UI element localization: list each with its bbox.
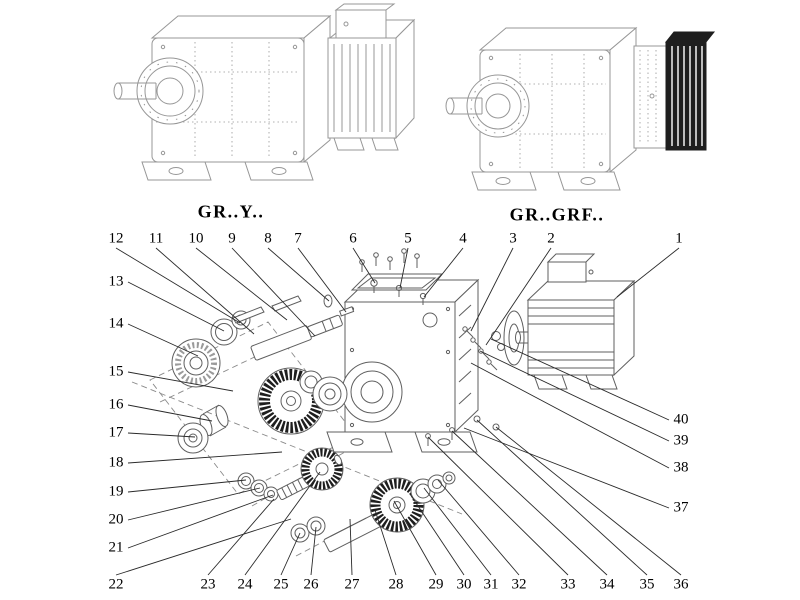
leader-line-33 [427, 436, 569, 576]
callout-29: 29 [428, 576, 444, 593]
leader-line-26 [310, 526, 317, 576]
housing-bottom-fasteners-drawing [425, 415, 500, 446]
input-bearing-ring-drawing [299, 370, 348, 412]
leader-line-12 [115, 247, 241, 324]
leader-line-2 [485, 247, 552, 346]
leader-lines-layer [115, 247, 682, 576]
leader-line-14 [127, 323, 199, 357]
exploded-view-drawing [131, 248, 636, 557]
callout-18: 18 [108, 454, 124, 471]
model-caption-right: GR..GRF.. [509, 204, 605, 225]
bushing-bearing-drawing [177, 404, 229, 454]
callout-35: 35 [639, 576, 655, 593]
callout-25: 25 [273, 576, 289, 593]
leader-line-1 [616, 247, 680, 298]
callout-38: 38 [673, 459, 689, 476]
leader-line-25 [280, 532, 301, 576]
leader-line-18 [127, 451, 283, 464]
leader-line-10 [195, 247, 288, 321]
callout-8: 8 [264, 230, 272, 247]
callout-7: 7 [294, 230, 302, 247]
callout-1: 1 [675, 230, 683, 247]
housing-drawing [326, 278, 480, 453]
callout-32: 32 [511, 576, 527, 593]
callout-34: 34 [599, 576, 615, 593]
leader-line-34 [451, 430, 608, 576]
leader-line-6 [352, 247, 376, 284]
callout-17: 17 [108, 424, 124, 441]
callout-40: 40 [673, 411, 689, 428]
intermediate-shaft-parts-drawing [237, 447, 344, 502]
leader-line-4 [423, 247, 464, 298]
callout-39: 39 [673, 432, 689, 449]
input-shaft-parts-drawing [171, 295, 343, 388]
leader-line-15 [127, 371, 234, 392]
leader-line-5 [399, 247, 409, 289]
callout-21: 21 [108, 539, 124, 556]
leader-line-39 [479, 350, 670, 442]
leader-line-24 [244, 471, 321, 576]
leader-line-36 [495, 426, 682, 576]
callout-12: 12 [108, 230, 124, 247]
leader-line-38 [470, 362, 670, 469]
model-caption-left: GR..Y.. [197, 201, 265, 222]
leader-line-20 [127, 487, 261, 521]
callout-23: 23 [200, 576, 216, 593]
leader-line-3 [470, 247, 514, 332]
callout-2: 2 [547, 230, 555, 247]
callout-15: 15 [108, 363, 124, 380]
gearmotor-left-drawing [113, 3, 416, 181]
callout-36: 36 [673, 576, 689, 593]
callout-16: 16 [108, 396, 124, 413]
callout-30: 30 [456, 576, 472, 593]
leader-line-7 [297, 247, 347, 313]
leader-line-19 [127, 479, 247, 493]
callout-14: 14 [108, 315, 124, 332]
leader-line-31 [423, 487, 492, 576]
callout-10: 10 [188, 230, 204, 247]
leader-line-29 [393, 500, 437, 576]
cover-and-bolts-drawing [323, 248, 444, 317]
leader-line-40 [490, 338, 670, 421]
callout-31: 31 [483, 576, 499, 593]
leader-line-9 [231, 247, 316, 337]
callout-33: 33 [560, 576, 576, 593]
leader-line-23 [207, 498, 275, 576]
callout-20: 20 [108, 511, 124, 528]
leader-line-37 [463, 427, 670, 509]
callout-6: 6 [349, 230, 357, 247]
leader-line-22 [115, 518, 292, 576]
callout-24: 24 [237, 576, 253, 593]
leader-line-21 [127, 494, 274, 549]
leader-line-32 [437, 479, 520, 576]
callout-11: 11 [148, 230, 164, 247]
callout-28: 28 [388, 576, 404, 593]
leader-line-13 [127, 281, 225, 332]
output-shaft-parts-drawing [290, 471, 456, 553]
callout-9: 9 [228, 230, 236, 247]
callout-4: 4 [459, 230, 467, 247]
callout-3: 3 [509, 230, 517, 247]
leader-line-11 [155, 247, 255, 335]
callout-26: 26 [303, 576, 319, 593]
callout-37: 37 [673, 499, 689, 516]
callout-22: 22 [108, 576, 124, 593]
gearmotor-right-drawing [445, 26, 716, 191]
callout-5: 5 [404, 230, 412, 247]
leader-line-17 [127, 432, 196, 438]
leader-line-8 [267, 247, 330, 302]
leader-line-35 [476, 419, 648, 576]
callout-13: 13 [108, 273, 124, 290]
leader-line-30 [409, 493, 465, 576]
leader-line-16 [127, 404, 213, 422]
callout-27: 27 [344, 576, 360, 593]
callout-19: 19 [108, 483, 124, 500]
leader-line-28 [374, 509, 397, 576]
leader-line-27 [349, 518, 353, 576]
